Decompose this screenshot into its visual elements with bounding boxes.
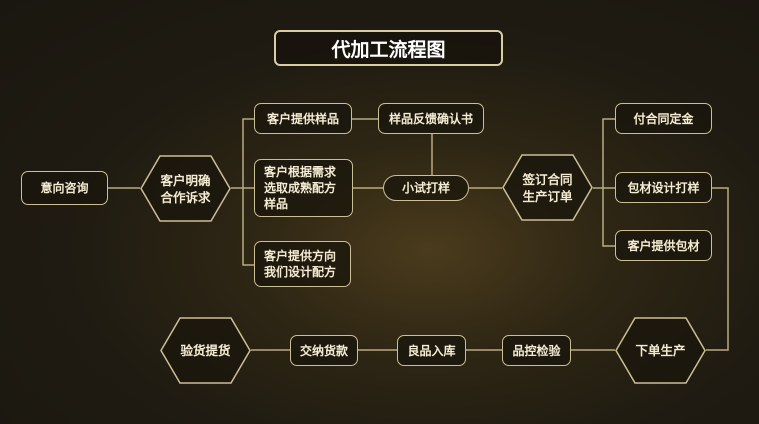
node-production-label: 下单生产: [635, 343, 686, 358]
node-feedback: 样品反馈确认书: [378, 103, 484, 134]
node-production: 下单生产: [615, 317, 706, 384]
node-clarify: 客户明确 合作诉求: [140, 155, 231, 222]
node-packaging-design: 包材设计打样: [615, 172, 712, 203]
node-delivery-label: 验货提货: [180, 343, 231, 358]
node-payment: 交纳货款: [290, 335, 358, 366]
node-contract: 签订合同 生产订单: [502, 154, 593, 221]
node-client-packaging: 客户提供包材: [615, 230, 712, 261]
node-delivery: 验货提货: [160, 317, 251, 384]
node-storage: 良品入库: [397, 335, 466, 366]
node-clarify-label: 客户明确 合作诉求: [160, 172, 211, 205]
node-provide-sample: 客户提供样品: [254, 103, 352, 134]
node-qc: 品控检验: [502, 335, 571, 366]
node-trial: 小试打样: [383, 175, 469, 201]
node-inquiry: 意向咨询: [21, 171, 108, 205]
node-design-formula: 客户提供方向 我们设计配方: [254, 241, 351, 287]
hexagon-shape: [502, 154, 593, 221]
node-choose-formula: 客户根据需求 选取成熟配方 样品: [254, 159, 353, 217]
hexagon-shape: [160, 317, 251, 384]
page-title: 代加工流程图: [274, 30, 503, 66]
hexagon-shape: [140, 155, 231, 222]
node-deposit: 付合同定金: [615, 103, 712, 134]
node-contract-label: 签订合同 生产订单: [522, 171, 573, 204]
hexagon-shape: [615, 317, 706, 384]
